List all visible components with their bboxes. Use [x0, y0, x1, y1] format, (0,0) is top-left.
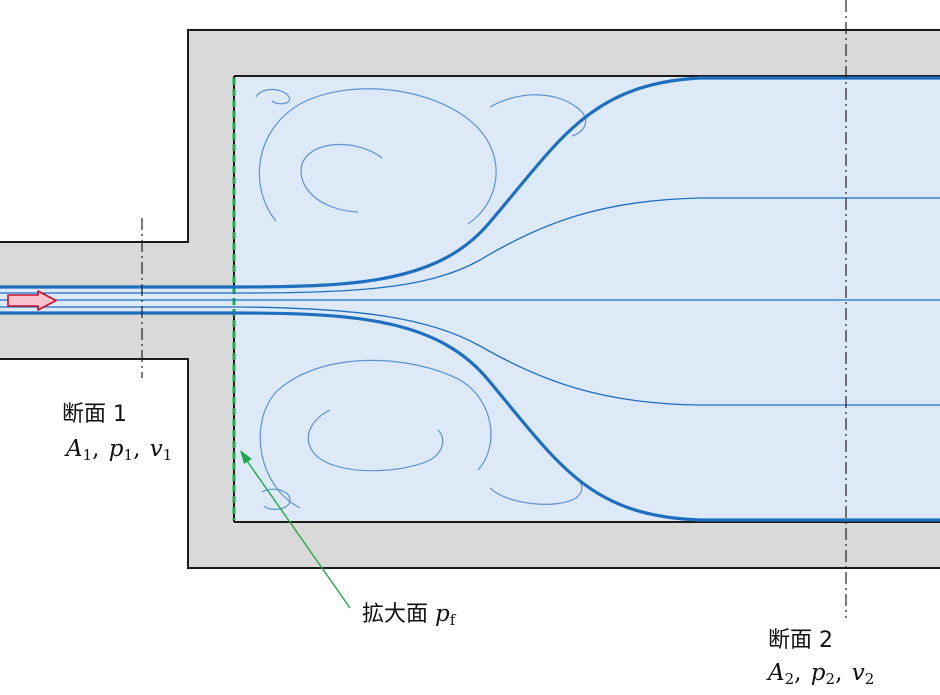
inlet-flow-arrow-icon: [7, 290, 57, 311]
outer-outline-bottom: [0, 358, 940, 569]
section-1-title: 断面 1: [62, 402, 127, 427]
section-1-pressure-sub: 1: [123, 446, 134, 464]
eddy-bottom-large-inner: [307, 409, 444, 472]
expansion-face-leader-arrowhead-icon: [240, 450, 252, 464]
section-2-velocity-sub: 2: [864, 670, 875, 688]
expansion-face-leader: [244, 457, 351, 609]
section-1-variables: A1, p1, v1: [66, 436, 173, 464]
section-2-title: 断面 2: [768, 628, 833, 653]
eddy-top-right: [489, 94, 587, 137]
eddy-top-small: [255, 88, 291, 105]
eddy-bottom-large-outer: [259, 359, 492, 509]
expansion-face-text: 拡大面: [362, 602, 429, 627]
chamber-wall-bottom: [188, 522, 940, 568]
section-2-pressure-sub: 2: [825, 670, 836, 688]
streamlines: [0, 76, 940, 522]
section-1-area-sub: 1: [82, 446, 93, 464]
section-1-pressure-symbol: p: [108, 436, 124, 462]
eddy-bottom-small: [261, 488, 291, 510]
chamber-fluid: [234, 76, 940, 522]
streamline-top-boundary: [0, 76, 940, 289]
chamber-wall-top: [188, 30, 940, 76]
expansion-face-label: 拡大面 pf: [362, 596, 455, 629]
eddy-top-large-inner: [300, 143, 383, 213]
expansion-face-pressure-sub: f: [449, 611, 456, 629]
section-2-area-symbol: A: [768, 660, 785, 686]
section-2-pressure-symbol: p: [810, 660, 826, 686]
section-2-variables: A2, p2, v2: [768, 660, 875, 688]
streamline-bottom-inner: [0, 306, 940, 406]
streamline-top-inner: [0, 197, 940, 294]
section-2-area-sub: 2: [784, 670, 795, 688]
section-1-velocity-sub: 1: [162, 446, 173, 464]
streamline-bottom-boundary: [0, 311, 940, 522]
section-1-area-symbol: A: [66, 436, 83, 462]
section-2-velocity-symbol: v: [851, 660, 865, 686]
eddy-top-large-outer: [258, 88, 497, 225]
section-1-velocity-symbol: v: [149, 436, 163, 462]
expansion-face-pressure-symbol: p: [435, 601, 450, 627]
outer-outline-top: [0, 29, 940, 243]
